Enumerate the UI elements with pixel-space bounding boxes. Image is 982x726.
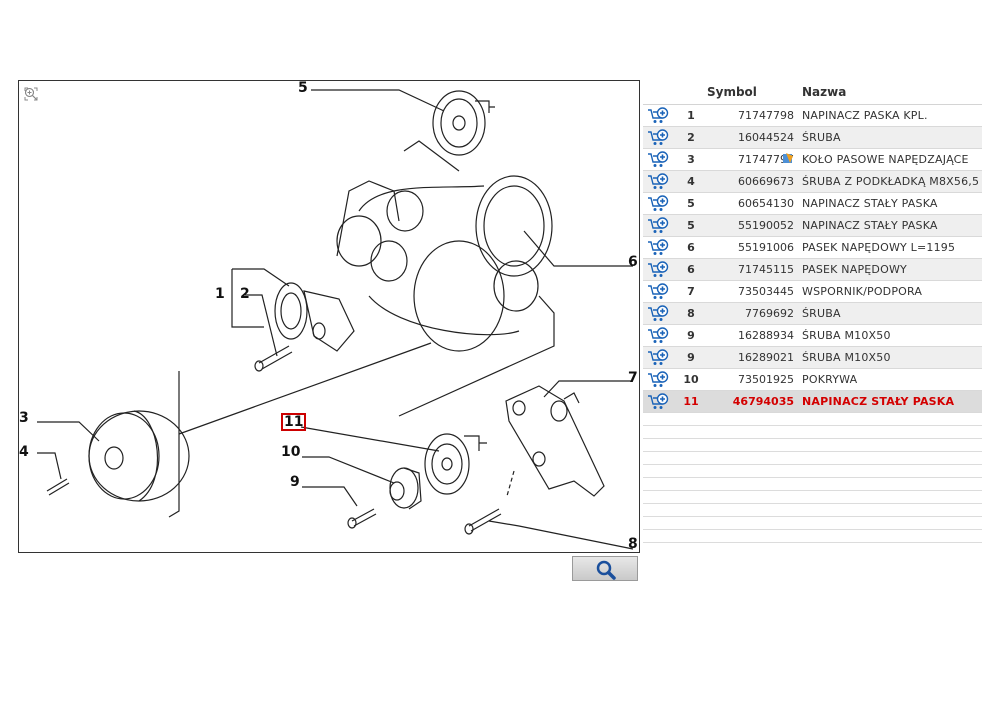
part-name: KOŁO PASOWE NAPĘDZAJĄCE [802,153,969,166]
table-row[interactable]: 1 71747798 NAPINACZ PASKA KPL. [643,105,982,127]
add-to-cart-icon[interactable] [647,371,669,389]
table-row[interactable]: 6 55191006 PASEK NAPĘDOWY L=1195 [643,237,982,259]
table-row-selected[interactable]: 11 46794035 NAPINACZ STAŁY PASKA [643,391,982,413]
callout-5[interactable]: 5 [298,80,308,96]
search-button[interactable] [572,556,638,581]
part-symbol: 16289021 [738,351,794,364]
part-name: NAPINACZ STAŁY PASKA [802,197,938,210]
callout-6[interactable]: 6 [628,254,638,270]
part-name: ŚRUBA Z PODKŁADKĄ M8X56,5 [802,175,980,188]
callout-3[interactable]: 3 [19,410,29,426]
part-symbol: 71747798 [738,109,794,122]
part-symbol: 7769692 [745,307,794,320]
table-row[interactable]: 10 73501925 POKRYWA [643,369,982,391]
part-name: WSPORNIK/PODPORA [802,285,923,298]
part-name: ŚRUBA [802,307,841,320]
table-row[interactable]: 6 71745115 PASEK NAPĘDOWY [643,259,982,281]
callout-1[interactable]: 1 [215,286,225,302]
add-to-cart-icon[interactable] [647,327,669,345]
callout-9[interactable]: 9 [290,474,300,490]
add-to-cart-icon[interactable] [647,349,669,367]
add-to-cart-icon[interactable] [647,393,669,411]
part-name: POKRYWA [802,373,858,386]
part-symbol: 60669673 [738,175,794,188]
add-to-cart-icon[interactable] [647,239,669,257]
add-to-cart-icon[interactable] [647,261,669,279]
table-row[interactable]: 9 16289021 ŚRUBA M10X50 [643,347,982,369]
add-to-cart-icon[interactable] [647,305,669,323]
part-position-number: 9 [687,329,695,342]
callout-8[interactable]: 8 [628,536,638,552]
part-position-number: 6 [687,263,695,276]
part-name: NAPINACZ STAŁY PASKA [802,219,938,232]
part-symbol: 16288934 [738,329,794,342]
column-header-symbol: Symbol [707,85,757,99]
callout-10[interactable]: 10 [281,444,301,460]
part-name: ŚRUBA [802,131,841,144]
callout-4[interactable]: 4 [19,444,29,460]
part-name: NAPINACZ PASKA KPL. [802,109,928,122]
table-row[interactable]: 2 16044524 ŚRUBA [643,127,982,149]
table-row[interactable]: 9 16288934 ŚRUBA M10X50 [643,325,982,347]
add-to-cart-icon[interactable] [647,173,669,191]
part-position-number: 9 [687,351,695,364]
part-position-number: 4 [687,175,695,188]
table-row[interactable]: 8 7769692 ŚRUBA [643,303,982,325]
zoom-fit-icon[interactable] [24,87,38,101]
part-position-number: 2 [687,131,695,144]
column-header-name: Nazwa [802,85,847,99]
parts-table: Symbol Nazwa 1 71747798 NAPINACZ PASKA KPL… [643,82,982,543]
part-symbol: 73501925 [738,373,794,386]
add-to-cart-icon[interactable] [647,217,669,235]
part-position-number: 10 [683,373,699,386]
table-row[interactable]: 4 60669673 ŚRUBA Z PODKŁADKĄ M8X56,5 [643,171,982,193]
magnifier-icon [596,560,616,580]
exploded-parts-diagram[interactable]: 5 1 2 6 3 4 11 7 10 9 8 [18,80,640,553]
add-to-cart-icon[interactable] [647,283,669,301]
callout-7[interactable]: 7 [628,370,638,386]
part-position-number: 1 [687,109,695,122]
table-row[interactable]: 7 73503445 WSPORNIK/PODPORA [643,281,982,303]
part-symbol: 73503445 [738,285,794,298]
part-name: ŚRUBA M10X50 [802,329,891,342]
table-row[interactable]: 5 60654130 NAPINACZ STAŁY PASKA [643,193,982,215]
zoom-toolbar [24,87,40,138]
add-to-cart-icon[interactable] [647,151,669,169]
empty-rows [643,413,982,543]
part-position-number: 5 [687,197,695,210]
part-position-number: 11 [683,395,699,408]
part-symbol: 71747797 [738,153,794,166]
add-to-cart-icon[interactable] [647,129,669,147]
part-name: PASEK NAPĘDOWY L=1195 [802,241,956,254]
table-row[interactable]: 5 55190052 NAPINACZ STAŁY PASKA [643,215,982,237]
part-symbol: 46794035 [732,395,794,408]
add-to-cart-icon[interactable] [647,195,669,213]
part-symbol: 55191006 [738,241,794,254]
info-icon[interactable] [782,152,794,164]
part-position-number: 8 [687,307,695,320]
part-symbol: 16044524 [738,131,794,144]
part-symbol: 71745115 [738,263,794,276]
part-symbol: 60654130 [738,197,794,210]
add-to-cart-icon[interactable] [647,107,669,125]
part-name: ŚRUBA M10X50 [802,351,891,364]
part-position-number: 3 [687,153,695,166]
part-name: NAPINACZ STAŁY PASKA [802,395,955,408]
zoom-out-icon[interactable] [24,88,38,135]
table-row[interactable]: 3 71747797 KOŁO PASOWE NAPĘDZAJĄCE [643,149,982,171]
table-header: Symbol Nazwa [643,82,982,105]
callout-2[interactable]: 2 [240,286,250,302]
part-name: PASEK NAPĘDOWY [802,263,907,276]
callout-11-selected[interactable]: 11 [281,413,307,431]
part-position-number: 5 [687,219,695,232]
diagram-drawing [37,89,634,550]
part-position-number: 6 [687,241,695,254]
part-position-number: 7 [687,285,695,298]
part-symbol: 55190052 [738,219,794,232]
